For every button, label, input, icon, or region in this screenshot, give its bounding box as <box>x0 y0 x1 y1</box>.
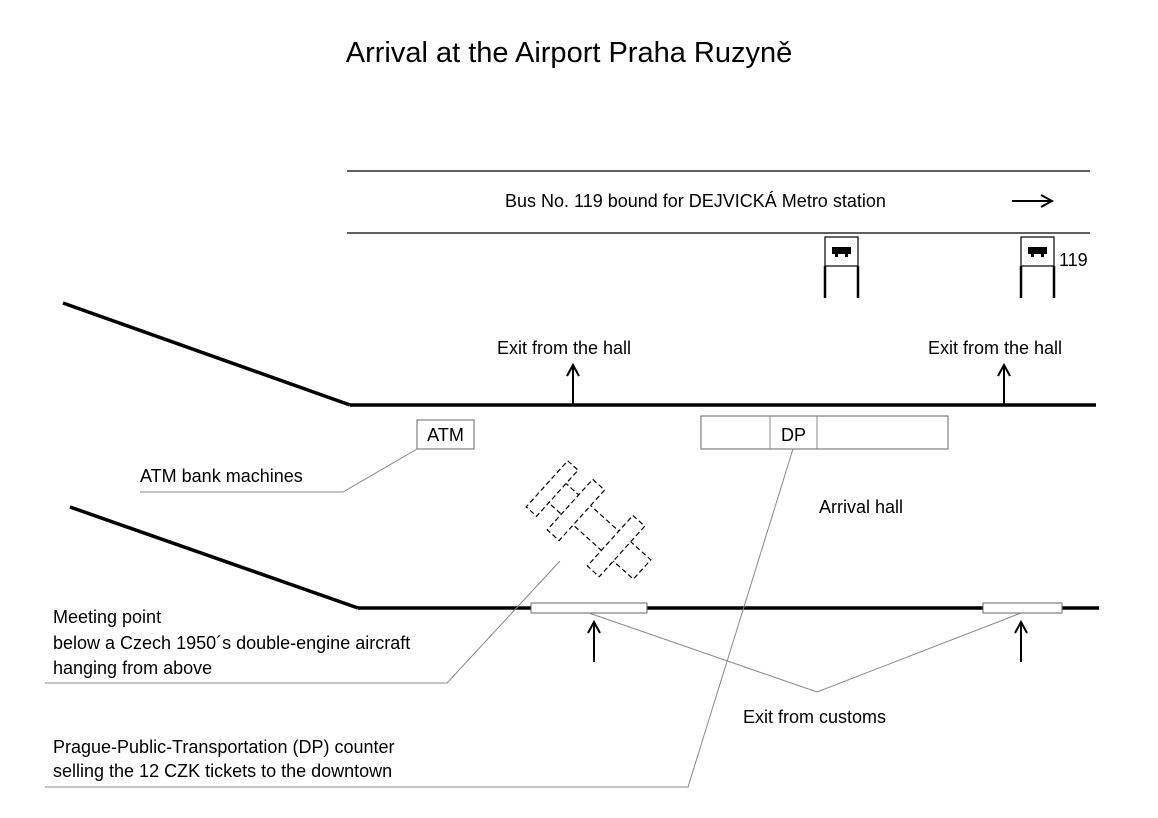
atm-label: ATM <box>427 425 464 445</box>
dp-label: DP <box>781 425 806 445</box>
page-title: Arrival at the Airport Praha Ruzyně <box>346 37 792 69</box>
atm-leader-line <box>140 448 418 493</box>
bus-stop-119-sign-icon <box>1019 236 1056 298</box>
bus-stop-sign-icon <box>823 236 860 298</box>
aircraft-icon <box>525 459 652 580</box>
customs-exit-left-arrow-icon <box>587 619 601 662</box>
atm-box <box>416 419 475 450</box>
dp-annotation-line-1: Prague-Public-Transportation (DP) counte… <box>53 737 394 757</box>
customs-exit-left-box <box>530 602 648 614</box>
building-roof-outline <box>62 301 351 407</box>
meeting-point-leader-line <box>45 560 561 684</box>
exit-left-arrow-icon <box>566 362 580 405</box>
meeting-point-line-1: Meeting point <box>53 607 161 627</box>
meeting-point-line-2: below a Czech 1950´s double-engine aircr… <box>53 633 410 653</box>
bus-route-label: Bus No. 119 bound for DEJVICKÁ Metro sta… <box>505 191 886 211</box>
exit-hall-left-label: Exit from the hall <box>497 338 631 358</box>
exit-customs-label: Exit from customs <box>743 707 886 727</box>
dp-annotation-line-2: selling the 12 CZK tickets to the downto… <box>53 761 392 781</box>
bus-stop-number: 119 <box>1059 250 1088 270</box>
exit-hall-right-label: Exit from the hall <box>928 338 1062 358</box>
exit-right-arrow-icon <box>997 362 1011 405</box>
atm-annotation: ATM bank machines <box>140 466 303 486</box>
dp-leader-line <box>45 448 794 788</box>
building-lower-outline <box>69 505 359 610</box>
arrow-right-icon <box>1012 194 1055 208</box>
customs-exit-right-box <box>982 602 1063 614</box>
meeting-point-line-3: hanging from above <box>53 658 212 678</box>
arrival-hall-label: Arrival hall <box>819 497 903 517</box>
customs-exit-right-arrow-icon <box>1014 619 1028 662</box>
dp-counter-box <box>700 415 949 450</box>
customs-leader-lines <box>588 612 1022 693</box>
